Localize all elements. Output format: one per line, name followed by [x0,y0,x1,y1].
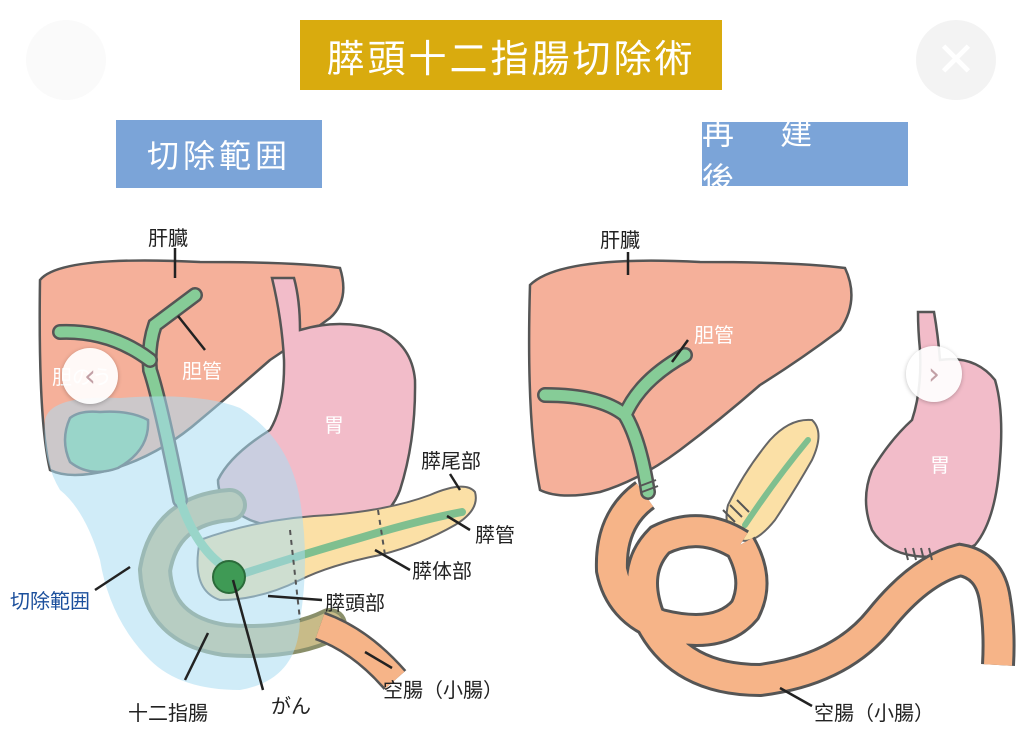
page-title: 膵頭十二指腸切除術 [300,20,722,90]
pancreas-body-label: 膵体部 [412,559,472,583]
duodenum-label: 十二指腸 [128,701,208,725]
jejunum-label-right: 空腸（小腸） [814,701,934,725]
bile-duct-label-right: 胆管 [694,323,734,347]
resection-area-overlay [44,396,306,690]
stomach-label-right: 胃 [930,453,950,477]
ghost-button [26,20,106,100]
bile-duct-label-left: 胆管 [182,359,222,383]
liver-right [527,259,853,497]
cancer-label: がん [271,694,311,718]
liver-label-left: 肝臓 [148,226,188,250]
jejunum-label-left: 空腸（小腸） [383,678,503,702]
cancer-mass [212,560,246,594]
stomach-label-left: 胃 [324,413,344,437]
next-slide-button[interactable]: › [906,346,962,402]
resection-range-heading: 切除範囲 [116,120,322,188]
pancreatic-duct-label: 膵管 [475,523,515,547]
liver-label-right: 肝臓 [600,228,640,252]
pancreas-tail-label: 膵尾部 [421,449,481,473]
pancreas-head-label: 膵頭部 [325,591,385,615]
close-button[interactable]: ✕ [916,20,996,100]
pancreas-remnant-right [725,418,820,542]
resection-area-label: 切除範囲 [10,589,90,613]
prev-slide-button[interactable]: ‹ [62,348,118,404]
